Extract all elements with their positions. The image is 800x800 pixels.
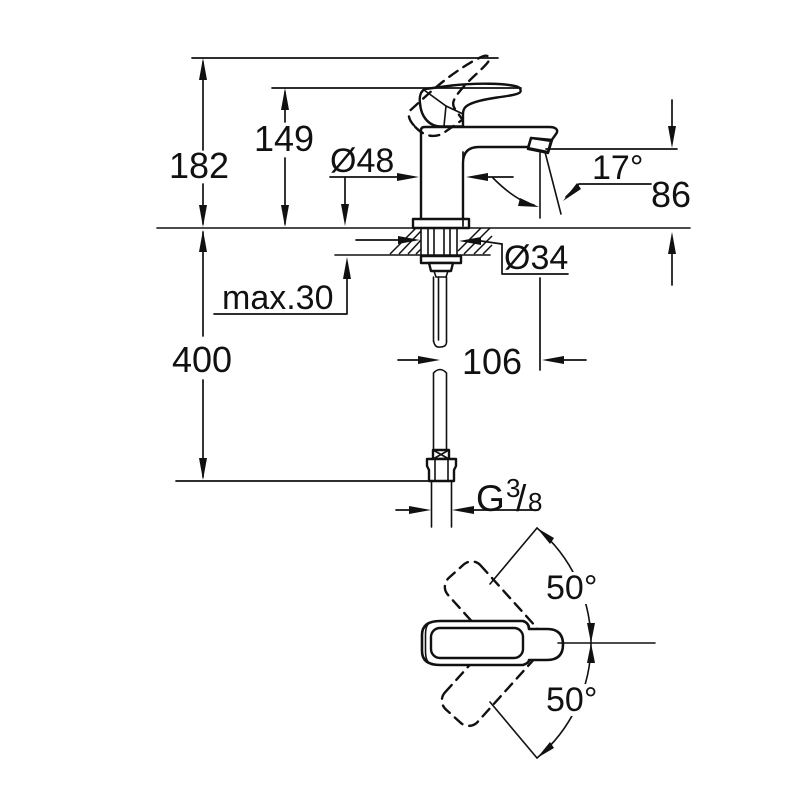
faucet-lever (418, 82, 522, 128)
label-106: 106 (462, 341, 522, 382)
label-50-up: 50° (546, 569, 597, 607)
supply-hose-lower (432, 368, 448, 453)
label-box (501, 243, 569, 275)
stream-angled-line (544, 151, 562, 215)
handle-end-detail (424, 621, 433, 665)
dim-400: 400 (172, 230, 430, 482)
label-dia48: Ø48 (330, 142, 394, 180)
dim-149: 149 (254, 87, 522, 227)
base-flange (411, 217, 471, 230)
label-17deg: 17° (592, 149, 643, 187)
label-50-down: 50° (546, 681, 597, 719)
mounting-deck (156, 227, 691, 256)
mounting-washer (419, 254, 463, 265)
label-dia34: Ø34 (504, 239, 568, 277)
label-182: 182 (169, 145, 229, 186)
faucet-side-view (407, 54, 562, 230)
faucet-body-spout (419, 125, 559, 219)
label-86: 86 (651, 174, 691, 215)
label-149: 149 (254, 118, 314, 159)
dim-106: 106 (397, 341, 587, 382)
label-g38-numerator: 3 (506, 473, 520, 503)
threaded-shank (427, 227, 451, 257)
dim-17deg: 17° (563, 149, 652, 201)
label-50-up-backing (540, 572, 604, 604)
label-50-down-backing (540, 684, 604, 716)
mounting-nut (427, 261, 455, 273)
handle-top-view: 50° 50° (420, 527, 656, 759)
dim-182: 182 (169, 57, 499, 227)
aerator (526, 136, 554, 155)
hose-stub (430, 480, 453, 528)
shank-and-hose (419, 227, 463, 528)
label-g38-denominator: 8 (528, 487, 542, 517)
label-400: 400 (172, 339, 232, 380)
hose-break-end (432, 340, 448, 348)
handle-outline (420, 619, 565, 667)
stream-lines (492, 151, 562, 219)
dim-g38: G 3 / 8 (395, 473, 542, 519)
faucet-lever-open-dashed (407, 54, 491, 138)
swivel-line-down (489, 701, 538, 759)
dim-max30: max.30 (213, 176, 351, 317)
handle-inner-outline (429, 626, 525, 660)
label-g38-prefix: G (476, 478, 505, 519)
dim-dia34: Ø34 (355, 236, 569, 371)
swivel-line-up (489, 527, 538, 585)
label-g38-slash: / (516, 478, 527, 519)
dim-86: 86 (545, 99, 691, 286)
label-max30: max.30 (222, 279, 334, 317)
connector-nut (425, 457, 458, 483)
mounting-hole-edges (420, 227, 458, 256)
flow-direction-arc (492, 177, 535, 206)
supply-hose-upper (432, 276, 448, 342)
dim-dia48: Ø48 (329, 142, 514, 227)
